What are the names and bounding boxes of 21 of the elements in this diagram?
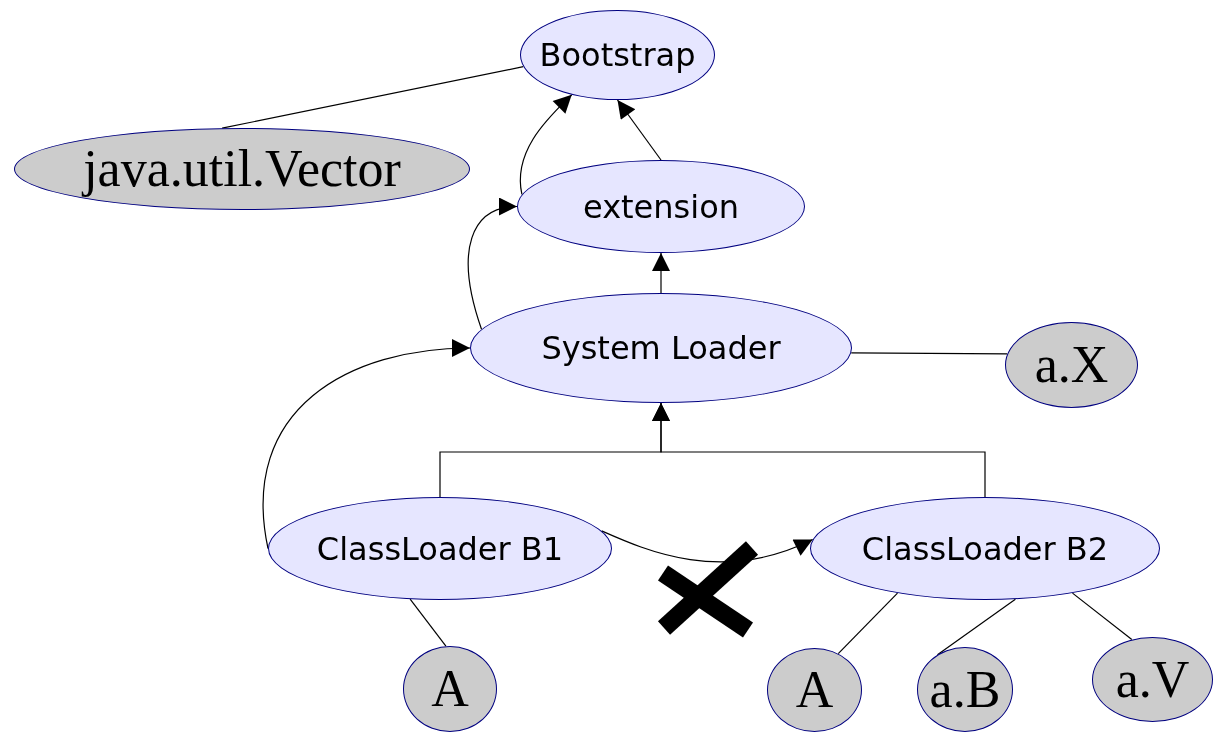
connector-line [1071,592,1133,641]
node-label: extension [583,186,739,228]
connector-line [850,352,1008,355]
node-label: a.V [1115,653,1190,706]
node-label: System Loader [541,328,781,369]
node-label: a.B [929,663,1001,716]
node-label: Bootstrap [539,35,696,76]
arrow [467,199,518,330]
node-label: ClassLoader B2 [861,528,1109,570]
node-label: A [431,663,469,715]
arrow [652,252,670,294]
arrow [616,99,662,161]
arrow [652,402,986,498]
connector-line [837,592,899,655]
node-label: a.X [1034,339,1109,391]
connector-line [221,66,524,129]
connector-line [409,598,447,647]
node-label: A [795,664,834,716]
arrow [519,94,573,196]
node-label: java.util.Vector [83,143,401,195]
node-label: ClassLoader B1 [316,528,564,570]
